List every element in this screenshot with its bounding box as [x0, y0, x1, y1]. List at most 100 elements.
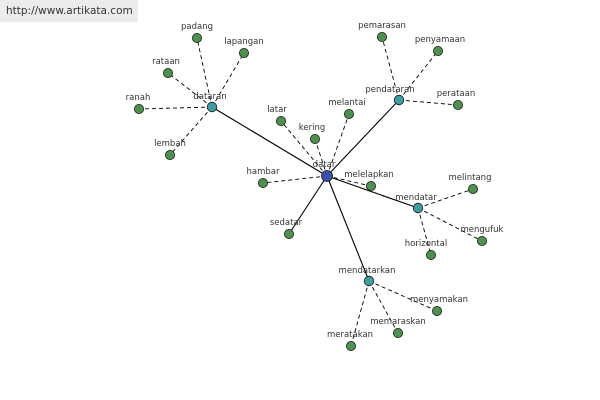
- node-circle-mendatar[interactable]: [412, 202, 424, 214]
- node-circle-pemarasan[interactable]: [376, 32, 387, 43]
- edge-mendatarkan-meratakan: [350, 280, 370, 347]
- node-padang[interactable]: padang: [181, 22, 213, 44]
- node-label-meratakan: meratakan: [327, 330, 373, 340]
- edge-datar-melelapkan: [326, 175, 372, 187]
- edge-dataran-lapangan: [211, 52, 245, 108]
- node-melelapkan[interactable]: melelapkan: [344, 170, 394, 191]
- edge-dataran-padang: [196, 37, 213, 108]
- node-label-lapangan: lapangan: [224, 37, 264, 47]
- edge-datar-latar: [280, 120, 328, 177]
- node-circle-hambar[interactable]: [257, 177, 268, 188]
- edge-pendataran-pemarasan: [381, 36, 400, 101]
- node-latar[interactable]: latar: [267, 105, 287, 127]
- edge-pendataran-perataan: [398, 99, 459, 106]
- node-circle-padang[interactable]: [191, 33, 202, 44]
- node-label-horizontal: horizontal: [405, 239, 447, 249]
- node-circle-melintang[interactable]: [467, 183, 478, 194]
- nodes-layer: datar dataran pendataran mendatar mendatarka…: [126, 21, 504, 351]
- node-ranah[interactable]: ranah: [126, 93, 151, 115]
- node-circle-datar[interactable]: [321, 170, 333, 182]
- node-circle-melantai[interactable]: [343, 109, 354, 120]
- edge-datar-pendataran: [326, 99, 400, 177]
- node-label-menyamakan: menyamakan: [410, 295, 468, 305]
- node-penyamaan[interactable]: penyamaan: [415, 35, 465, 57]
- edge-mendatar-mengufuk: [417, 207, 483, 242]
- node-sedatar[interactable]: sedatar: [270, 218, 303, 239]
- node-horizontal[interactable]: horizontal: [405, 239, 447, 260]
- node-datar[interactable]: datar: [313, 160, 336, 182]
- node-mengufuk[interactable]: mengufuk: [461, 225, 504, 246]
- node-label-ranah: ranah: [126, 93, 151, 103]
- node-label-latar: latar: [267, 105, 287, 115]
- node-label-melantai: melantai: [328, 98, 365, 108]
- edge-datar-dataran: [211, 106, 328, 177]
- node-label-hambar: hambar: [247, 167, 280, 177]
- node-kering[interactable]: kering: [299, 123, 326, 144]
- node-circle-memaraskan[interactable]: [392, 327, 403, 338]
- edge-datar-melantai: [326, 113, 350, 177]
- node-label-mengufuk: mengufuk: [461, 225, 504, 235]
- edge-mendatarkan-memaraskan: [368, 280, 399, 334]
- node-circle-latar[interactable]: [275, 116, 286, 127]
- edge-pendataran-penyamaan: [398, 50, 439, 101]
- node-circle-kering[interactable]: [309, 133, 320, 144]
- node-rataan[interactable]: rataan: [152, 57, 180, 79]
- node-melantai[interactable]: melantai: [328, 98, 366, 120]
- node-hambar[interactable]: hambar: [247, 167, 280, 188]
- node-label-perataan: perataan: [437, 89, 475, 99]
- node-mendatarkan[interactable]: mendatarkan: [339, 266, 396, 287]
- node-circle-melelapkan[interactable]: [365, 180, 376, 191]
- node-label-melintang: melintang: [449, 173, 492, 183]
- node-circle-perataan[interactable]: [452, 100, 463, 111]
- node-circle-ranah[interactable]: [133, 104, 144, 115]
- node-melintang[interactable]: melintang: [449, 173, 492, 194]
- node-circle-meratakan[interactable]: [345, 340, 356, 351]
- node-label-mendatarkan: mendatarkan: [339, 266, 396, 276]
- node-label-lembah: lembah: [154, 139, 186, 149]
- node-circle-lembah[interactable]: [164, 149, 175, 160]
- node-meratakan[interactable]: meratakan: [327, 330, 373, 351]
- edges-layer: [138, 36, 483, 347]
- node-dataran[interactable]: dataran: [193, 92, 227, 113]
- node-circle-horizontal[interactable]: [425, 249, 436, 260]
- node-circle-pendataran[interactable]: [393, 94, 405, 106]
- node-perataan[interactable]: perataan: [437, 89, 475, 111]
- node-label-sedatar: sedatar: [270, 218, 303, 228]
- node-circle-penyamaan[interactable]: [432, 46, 443, 57]
- edge-dataran-lembah: [169, 106, 213, 156]
- node-circle-mengufuk[interactable]: [476, 235, 487, 246]
- node-circle-dataran[interactable]: [206, 101, 218, 113]
- node-pemarasan[interactable]: pemarasan: [358, 21, 406, 43]
- node-label-melelapkan: melelapkan: [344, 170, 393, 180]
- node-label-kering: kering: [299, 123, 326, 133]
- node-label-memaraskan: memaraskan: [370, 317, 426, 327]
- node-lapangan[interactable]: lapangan: [224, 37, 264, 59]
- node-label-padang: padang: [181, 22, 213, 32]
- node-pendataran[interactable]: pendataran: [365, 85, 415, 106]
- node-label-dataran: dataran: [193, 92, 226, 102]
- edge-dataran-rataan: [167, 72, 213, 108]
- watermark-url: http://www.artikata.com: [0, 0, 138, 22]
- node-label-mendatar: mendatar: [395, 193, 437, 203]
- node-label-pemarasan: pemarasan: [358, 21, 406, 31]
- edge-dataran-ranah: [138, 106, 213, 110]
- node-lembah[interactable]: lembah: [154, 139, 186, 160]
- node-circle-sedatar[interactable]: [283, 228, 294, 239]
- node-circle-mendatarkan[interactable]: [363, 275, 375, 287]
- edge-mendatarkan-menyamakan: [368, 280, 438, 312]
- node-circle-rataan[interactable]: [162, 68, 173, 79]
- edge-mendatar-melintang: [417, 188, 474, 209]
- node-menyamakan[interactable]: menyamakan: [410, 295, 468, 316]
- edge-datar-sedatar: [288, 175, 328, 235]
- node-circle-menyamakan[interactable]: [431, 305, 442, 316]
- edge-datar-mendatar: [326, 175, 419, 209]
- node-label-pendataran: pendataran: [365, 85, 414, 95]
- node-memaraskan[interactable]: memaraskan: [370, 317, 426, 338]
- node-label-rataan: rataan: [152, 57, 180, 67]
- node-circle-lapangan[interactable]: [238, 48, 249, 59]
- edge-datar-mendatarkan: [326, 175, 370, 282]
- node-label-datar: datar: [313, 160, 336, 170]
- node-label-penyamaan: penyamaan: [415, 35, 465, 45]
- node-mendatar[interactable]: mendatar: [395, 193, 437, 214]
